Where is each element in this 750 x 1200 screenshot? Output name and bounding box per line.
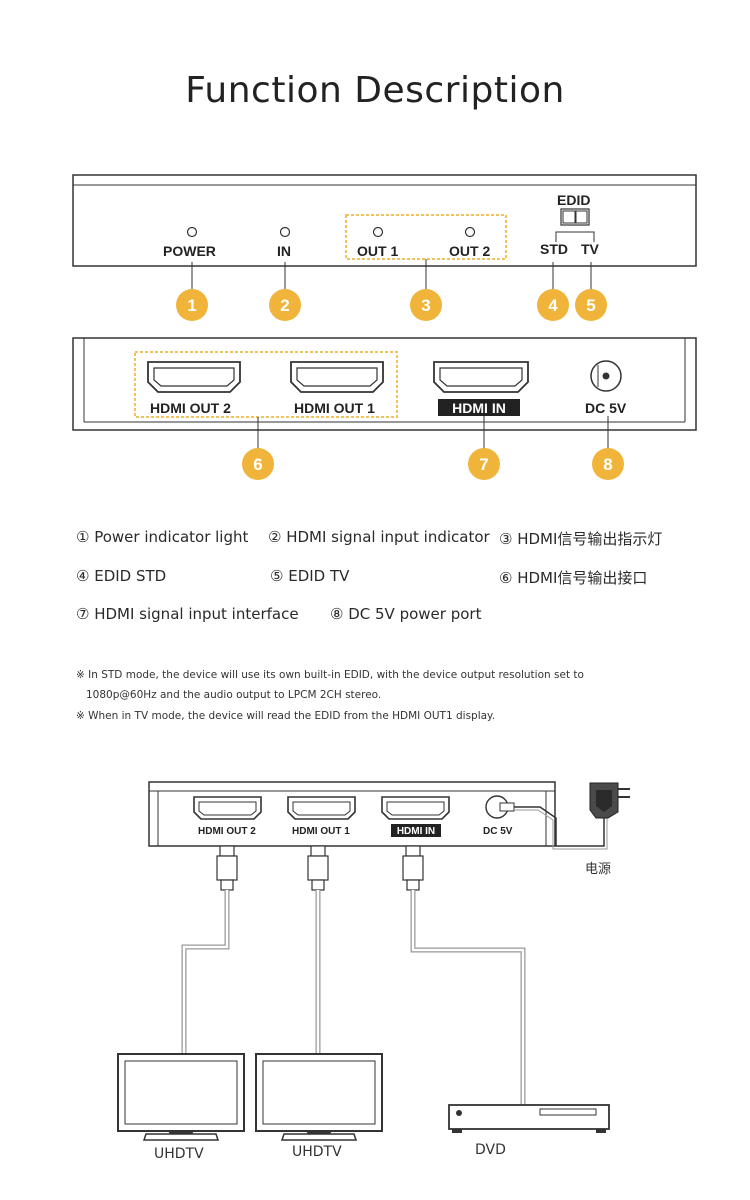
out1-label: OUT 1 (357, 243, 399, 259)
uhdtv-2-label: UHDTV (292, 1144, 342, 1160)
legend-item-1: ① Power indicator light (76, 528, 249, 546)
badge-4: 4 (537, 289, 569, 321)
edid-label: EDID (557, 192, 591, 208)
legend-item-4: ④ EDID STD (76, 567, 167, 585)
svg-text:3: 3 (421, 296, 430, 315)
svg-text:6: 6 (253, 455, 262, 474)
power-led-icon (186, 226, 198, 238)
power-adapter-icon (514, 782, 630, 850)
conn-hdmi-in-icon (381, 796, 450, 820)
cable-in (402, 845, 526, 1105)
power-supply-label: 电源 (585, 862, 612, 877)
dc-port-icon (590, 360, 622, 392)
conn-hdmi-out2-label: HDMI OUT 2 (198, 826, 256, 837)
note-tv: ※ When in TV mode, the device will read … (76, 710, 496, 722)
in-led-icon (279, 226, 291, 238)
legend-item-8: ⑧ DC 5V power port (330, 605, 482, 623)
legend-item-5: ⑤ EDID TV (270, 567, 350, 585)
cable-out2 (181, 845, 238, 1055)
tv-label: TV (581, 241, 599, 257)
svg-text:8: 8 (603, 455, 612, 474)
uhdtv-1-label: UHDTV (154, 1146, 204, 1162)
note-std-line2: 1080p@60Hz and the audio output to LPCM … (86, 689, 382, 701)
hdmi-in-label: HDMI IN (452, 400, 506, 416)
badge-7: 7 (468, 448, 500, 480)
dvd-player-icon (448, 1104, 610, 1133)
hdmi-in-port-icon (433, 361, 529, 393)
out2-led-icon (464, 226, 476, 238)
out1-led-icon (372, 226, 384, 238)
badge-3: 3 (410, 289, 442, 321)
conn-hdmi-out1-label: HDMI OUT 1 (292, 826, 350, 837)
badge-8: 8 (592, 448, 624, 480)
svg-text:2: 2 (280, 296, 289, 315)
std-label: STD (540, 241, 568, 257)
conn-hdmi-in-label: HDMI IN (396, 826, 436, 837)
legend-item-2: ② HDMI signal input indicator (268, 528, 490, 546)
note-std-line1: ※ In STD mode, the device will use its o… (76, 669, 584, 681)
hdmi-out2-label: HDMI OUT 2 (150, 400, 231, 416)
svg-text:7: 7 (479, 455, 488, 474)
legend-item-3: ③ HDMI信号输出指示灯 (499, 530, 663, 548)
back-panel (72, 337, 697, 450)
out-led-group-highlight (345, 214, 507, 260)
uhdtv-2-icon (255, 1053, 383, 1141)
badge-5: 5 (575, 289, 607, 321)
badge-6: 6 (242, 448, 274, 480)
conn-hdmi-out1-icon (287, 796, 356, 820)
conn-hdmi-out2-icon (193, 796, 262, 820)
badge-2: 2 (269, 289, 301, 321)
conn-dc-port-icon (485, 795, 515, 819)
svg-text:1: 1 (187, 296, 196, 315)
svg-text:5: 5 (586, 296, 595, 315)
conn-dc-label: DC 5V (483, 826, 513, 837)
dvd-label: DVD (475, 1142, 506, 1158)
svg-text:4: 4 (548, 296, 558, 315)
legend-item-6: ⑥ HDMI信号输出接口 (499, 569, 648, 587)
legend-item-7: ⑦ HDMI signal input interface (76, 605, 299, 623)
out2-label: OUT 2 (449, 243, 491, 259)
connection-device (148, 781, 556, 847)
page-title: Function Description (185, 70, 565, 111)
hdmi-out1-label: HDMI OUT 1 (294, 400, 375, 416)
front-panel (72, 174, 697, 290)
uhdtv-1-icon (117, 1053, 245, 1141)
hdmi-out2-port-icon (147, 361, 241, 393)
hdmi-out-group-highlight (134, 351, 398, 418)
dc-label: DC 5V (585, 400, 627, 416)
power-label: POWER (163, 243, 216, 259)
hdmi-out1-port-icon (290, 361, 384, 393)
cable-out1 (307, 845, 329, 1055)
badge-1: 1 (176, 289, 208, 321)
in-label: IN (277, 243, 291, 259)
